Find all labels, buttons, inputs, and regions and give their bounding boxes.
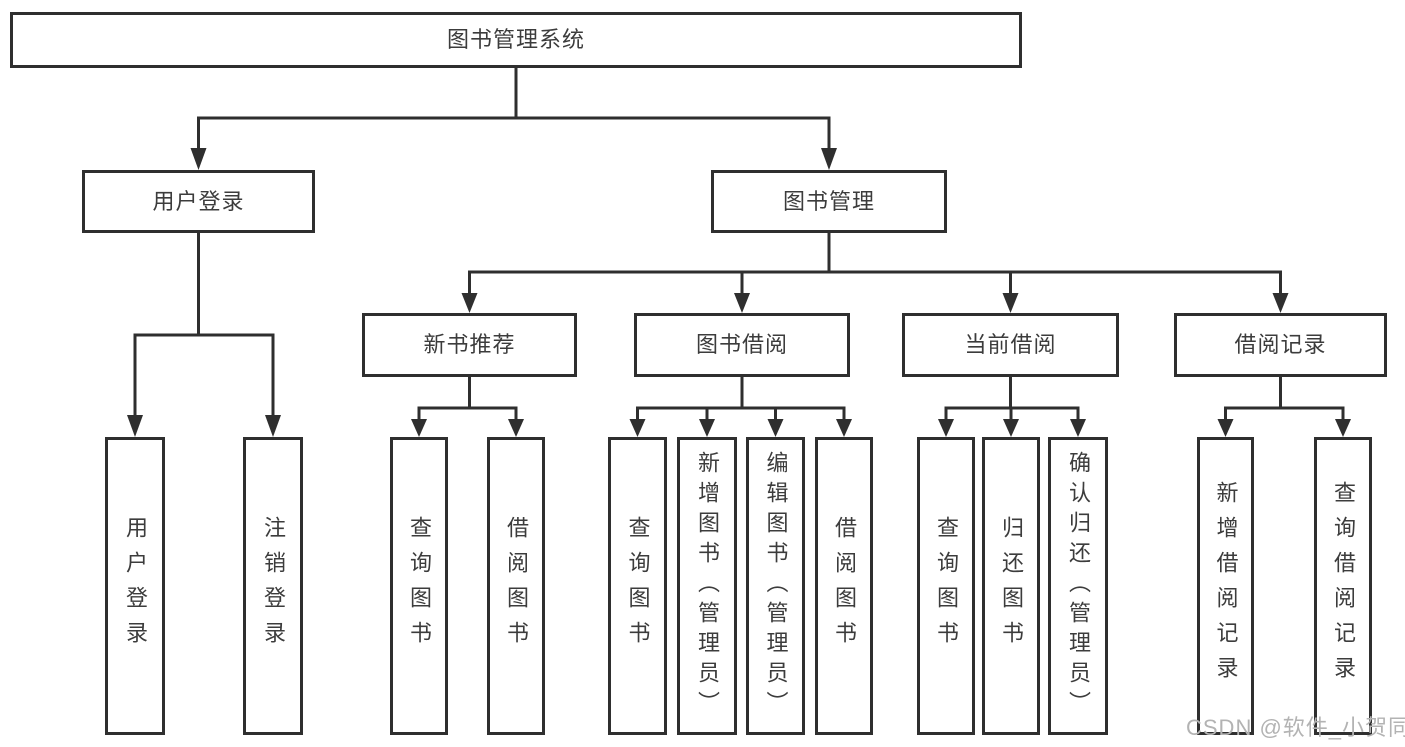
connector-arrowhead xyxy=(190,148,207,170)
connector-arrowhead xyxy=(821,148,837,170)
connector-arrowhead xyxy=(699,419,715,437)
connector-arrowhead xyxy=(836,419,852,437)
node-book-borrowing: 图书借阅 xyxy=(634,313,850,377)
node-user-login-leaf: 用户登录 xyxy=(105,437,165,735)
node-rec-borrow-books: 借阅图书 xyxy=(487,437,545,735)
connector-arrowhead xyxy=(1217,419,1234,437)
connector-arrowhead xyxy=(508,419,524,437)
connector-arrowhead xyxy=(265,415,281,437)
connector-arrowhead xyxy=(1003,419,1019,437)
node-cb-return-books: 归还图书 xyxy=(982,437,1040,735)
node-logout: 注销登录 xyxy=(243,437,303,735)
connector-line xyxy=(417,377,518,421)
node-bb-add-books-admin: 新增图书（管理员） xyxy=(677,437,737,735)
node-bb-query-books: 查询图书 xyxy=(608,437,667,735)
node-borrowing-records: 借阅记录 xyxy=(1174,313,1387,377)
node-br-add-record: 新增借阅记录 xyxy=(1197,437,1254,735)
csdn-watermark: CSDN @软件_小贺同学 xyxy=(1186,715,1405,740)
connector-arrowhead xyxy=(127,415,143,437)
node-new-book-recommend: 新书推荐 xyxy=(362,313,577,377)
connector-arrowhead xyxy=(1002,293,1019,313)
connector-line xyxy=(944,377,1080,421)
node-cb-confirm-return-admin: 确认归还（管理员） xyxy=(1048,437,1108,735)
node-book-management: 图书管理 xyxy=(711,170,947,233)
connector-arrowhead xyxy=(938,419,954,437)
connector-arrowhead xyxy=(1272,293,1289,313)
connector-line xyxy=(133,233,275,417)
node-br-query-record: 查询借阅记录 xyxy=(1314,437,1372,735)
connector-line xyxy=(1224,377,1345,421)
node-user-login: 用户登录 xyxy=(82,170,315,233)
node-bb-borrow-books: 借阅图书 xyxy=(815,437,873,735)
connector-arrowhead xyxy=(411,419,427,437)
connector-arrowhead xyxy=(767,419,784,437)
node-current-borrowing: 当前借阅 xyxy=(902,313,1119,377)
connector-line xyxy=(197,68,831,150)
connector-arrowhead xyxy=(1070,419,1086,437)
connector-arrowhead xyxy=(629,419,646,437)
connector-arrowhead xyxy=(1335,419,1351,437)
node-bb-edit-books-admin: 编辑图书（管理员） xyxy=(746,437,805,735)
connector-line xyxy=(468,233,1282,295)
connector-arrowhead xyxy=(461,293,478,313)
node-cb-query-books: 查询图书 xyxy=(917,437,975,735)
connector-arrowhead xyxy=(734,293,750,313)
node-rec-query-books: 查询图书 xyxy=(390,437,448,735)
connector-line xyxy=(636,377,846,421)
node-root: 图书管理系统 xyxy=(10,12,1022,68)
